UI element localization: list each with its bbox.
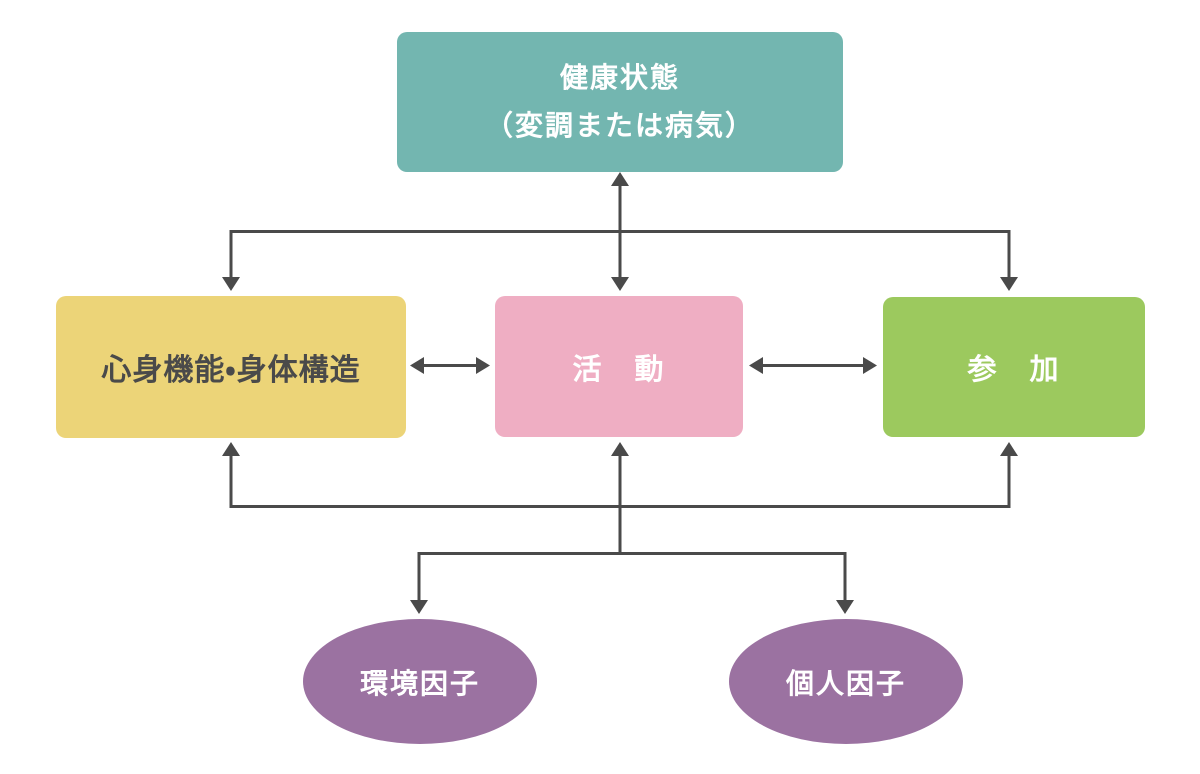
arrowhead-down-icon (836, 600, 854, 614)
node-health-condition-label-line2: （変調または病気） (484, 110, 755, 141)
arrowhead-right-icon (863, 357, 877, 374)
arrowhead-up-icon (222, 442, 240, 456)
edge-health-branch (222, 230, 1018, 291)
node-body-functions-structures: 心身機能・身体構造 (56, 296, 406, 438)
node-participation: 参 加 (883, 297, 1145, 437)
edge-factors-ellipses (410, 552, 854, 614)
node-environmental-factors-label: 環境因子 (359, 667, 480, 699)
arrowhead-down-icon (611, 277, 629, 291)
node-personal-factors-label: 個人因子 (785, 667, 906, 699)
arrowhead-down-icon (222, 277, 240, 291)
node-personal-factors: 個人因子 (729, 619, 963, 744)
arrowhead-right-icon (476, 357, 490, 374)
node-participation-label: 参 加 (967, 354, 1061, 386)
arrowhead-up-icon (611, 172, 629, 186)
node-health-condition: 健康状態 （変調または病気） (397, 32, 843, 172)
edge-line (229, 455, 1011, 508)
edge-body-activity (410, 357, 490, 374)
edge-health-activity (611, 172, 629, 291)
edge-factors-components (222, 442, 1018, 553)
node-activity-label: 活 動 (572, 353, 666, 386)
node-environmental-factors: 環境因子 (303, 619, 537, 744)
edge-line (229, 230, 1011, 277)
arrowhead-left-icon (410, 357, 424, 374)
edge-line (417, 552, 847, 600)
edge-activity-participation (749, 357, 877, 374)
arrowhead-down-icon (1000, 277, 1018, 291)
arrowhead-up-icon (1000, 442, 1018, 456)
arrowhead-left-icon (749, 357, 763, 374)
arrowhead-up-icon (611, 442, 629, 456)
node-health-condition-label-line1: 健康状態 (559, 62, 680, 94)
node-body-functions-structures-label: 心身機能・身体構造 (101, 354, 361, 387)
arrowhead-down-icon (410, 600, 428, 614)
node-activity: 活 動 (495, 296, 743, 437)
